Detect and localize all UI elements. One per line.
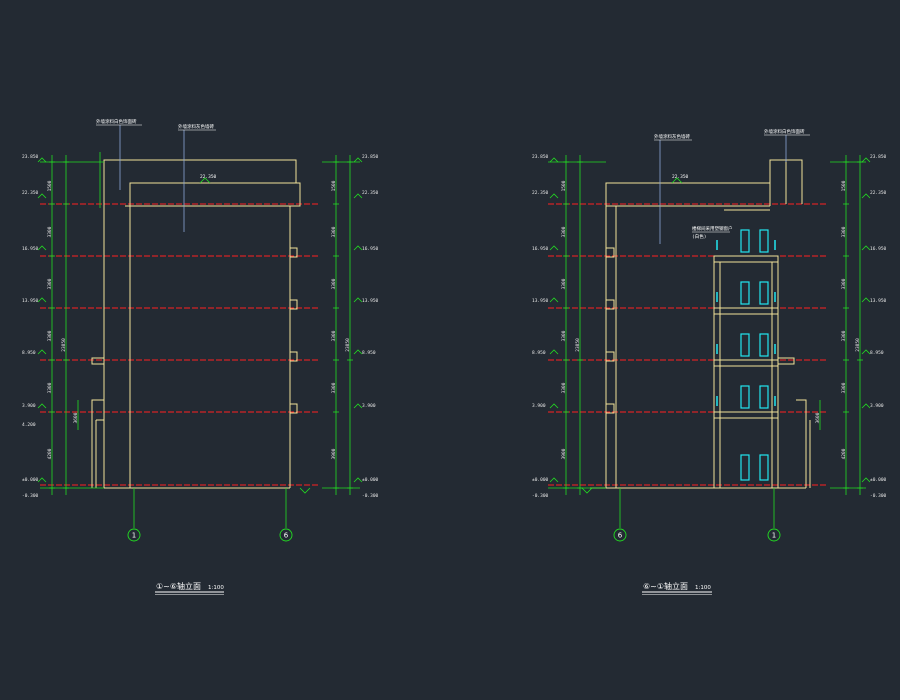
left-level-label: 23.850: [22, 154, 39, 160]
right-right-dim: 3300: [841, 330, 847, 341]
left-dim: 3600: [73, 412, 79, 423]
right-level-label: 3.900: [532, 403, 546, 409]
left-right-level-label: -0.300: [362, 493, 379, 499]
left-axis-label-1: 1: [132, 532, 136, 540]
right-drawing-title: ⑥~①轴立面: [643, 581, 688, 591]
left-level-label: ±0.000: [22, 477, 39, 483]
right-dim: 3300: [561, 330, 567, 341]
left-right-total-dim: 23850: [345, 338, 351, 352]
left-dim: 3300: [47, 382, 53, 393]
right-level-label: 22.350: [532, 190, 549, 196]
left-dim: 1500: [47, 180, 53, 191]
left-level-label: 3.900: [22, 403, 36, 409]
right-right-dim: 1500: [841, 180, 847, 191]
right-axis-label-2: 1: [772, 532, 776, 540]
left-right-dim: 3300: [331, 278, 337, 289]
left-right-level-label: 13.950: [362, 298, 379, 304]
right-annotation-1: 外墙涂料灰色墙砖: [654, 133, 690, 140]
right-right-dim: 3300: [841, 382, 847, 393]
right-right-level-label: 3.900: [870, 403, 884, 409]
right-total-dim: 23850: [575, 338, 581, 352]
left-dim: 3300: [47, 226, 53, 237]
left-level-label: 8.950: [22, 350, 36, 356]
right-dim: 1500: [561, 180, 567, 191]
right-drawing-scale: 1:100: [695, 585, 711, 591]
right-level-label: 16.950: [532, 246, 549, 252]
left-right-level-label: 23.850: [362, 154, 379, 160]
right-level-label: 13.950: [532, 298, 549, 304]
right-level-label: ±0.000: [532, 477, 549, 483]
left-right-level-label: 22.350: [362, 190, 379, 196]
left-level-label: 16.950: [22, 246, 39, 252]
right-dim: 3300: [561, 278, 567, 289]
left-right-dim: 1500: [331, 180, 337, 191]
right-right-level-label: -0.300: [870, 493, 887, 499]
left-axis-label-2: 6: [284, 532, 289, 540]
right-dim: 3300: [561, 226, 567, 237]
right-elevation: 6 1 外墙涂料灰色墙砖 外墙涂料白色饰面砖 22.350 楼梯间采用塑钢窗户 …: [532, 128, 887, 595]
right-right-level-label: ±0.000: [870, 477, 887, 483]
left-right-dim: 3900: [331, 448, 337, 459]
right-stair-note-2: (白色): [692, 233, 706, 240]
left-right-dim: 3300: [331, 382, 337, 393]
left-right-dim: 3300: [331, 330, 337, 341]
left-level-label: 22.350: [22, 190, 39, 196]
left-drawing-title: ①~⑥轴立面: [156, 581, 201, 591]
left-right-level-label: 3.900: [362, 403, 376, 409]
right-right-dim: 3300: [841, 226, 847, 237]
left-level-label: 13.950: [22, 298, 39, 304]
left-roof-level-label: 22.350: [200, 174, 217, 180]
left-right-level-label: 8.950: [362, 350, 376, 356]
left-level-label: 4.200: [22, 422, 36, 428]
right-right-dim: 4200: [841, 448, 847, 459]
right-stair-note: 楼梯间采用塑钢窗户: [692, 225, 733, 232]
left-drawing-scale: 1:100: [208, 585, 224, 591]
right-dim: 3300: [561, 382, 567, 393]
left-right-level-label: ±0.000: [362, 477, 379, 483]
left-dim: 3300: [47, 330, 53, 341]
right-right-level-label: 13.950: [870, 298, 887, 304]
right-level-label: -0.300: [532, 493, 549, 499]
right-level-label: 8.950: [532, 350, 546, 356]
right-annotation-2: 外墙涂料白色饰面砖: [764, 128, 805, 135]
left-level-label: -0.300: [22, 493, 39, 499]
left-dim: 4200: [47, 448, 53, 459]
right-roof-level-label: 22.350: [672, 174, 689, 180]
right-level-label: 23.850: [532, 154, 549, 160]
right-axis-label-1: 6: [618, 532, 623, 540]
right-right-total-dim: 23850: [855, 338, 861, 352]
right-dim: 3900: [561, 448, 567, 459]
left-right-level-label: 16.950: [362, 246, 379, 252]
left-dim: 3300: [47, 278, 53, 289]
left-total-dim: 23850: [61, 338, 67, 352]
left-right-dim: 3300: [331, 226, 337, 237]
right-right-dim: 3300: [841, 278, 847, 289]
right-right-level-label: 23.850: [870, 154, 887, 160]
left-annotation-1: 外墙涂料白色饰面砖: [96, 118, 137, 125]
left-annotation-2: 外墙涂料灰色墙砖: [178, 123, 214, 130]
right-right-level-label: 8.950: [870, 350, 884, 356]
right-right-dim: 3600: [815, 412, 821, 423]
right-right-level-label: 22.350: [870, 190, 887, 196]
left-elevation: 1 6 外墙涂料白色饰面砖 外墙涂料灰色墙砖 22.350 23.850 22.…: [22, 118, 379, 595]
right-right-level-label: 16.950: [870, 246, 887, 252]
